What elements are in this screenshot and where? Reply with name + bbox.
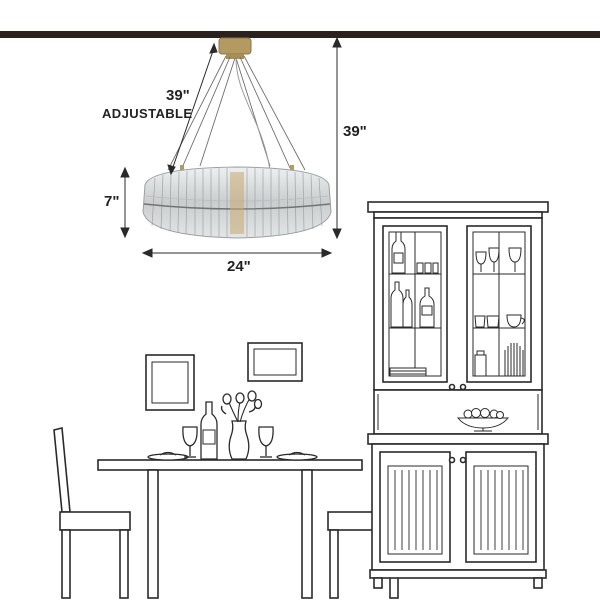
wall-frame-right <box>247 342 303 382</box>
cord-length-label: 39" <box>166 87 190 104</box>
cabinet-door-slats <box>394 470 524 550</box>
chandelier <box>142 37 332 239</box>
wall-frame-left <box>145 354 195 411</box>
chair-left <box>53 426 131 599</box>
overall-drop-label: 39" <box>343 123 367 140</box>
cabinet-contents <box>389 231 525 432</box>
dining-table <box>97 459 363 599</box>
table-items <box>147 390 318 461</box>
adjustable-note-label: ADJUSTABLE <box>102 106 193 121</box>
fixture-height-label: 7" <box>104 193 120 210</box>
power-cord <box>235 57 271 171</box>
fixture-width-label: 24" <box>227 258 251 275</box>
china-cabinet <box>367 201 549 589</box>
crystal-ring <box>142 166 332 239</box>
ceiling-bar <box>0 31 600 38</box>
suspension-cables <box>167 55 306 171</box>
ceiling-canopy <box>218 37 252 55</box>
dimension-lines <box>120 36 342 258</box>
